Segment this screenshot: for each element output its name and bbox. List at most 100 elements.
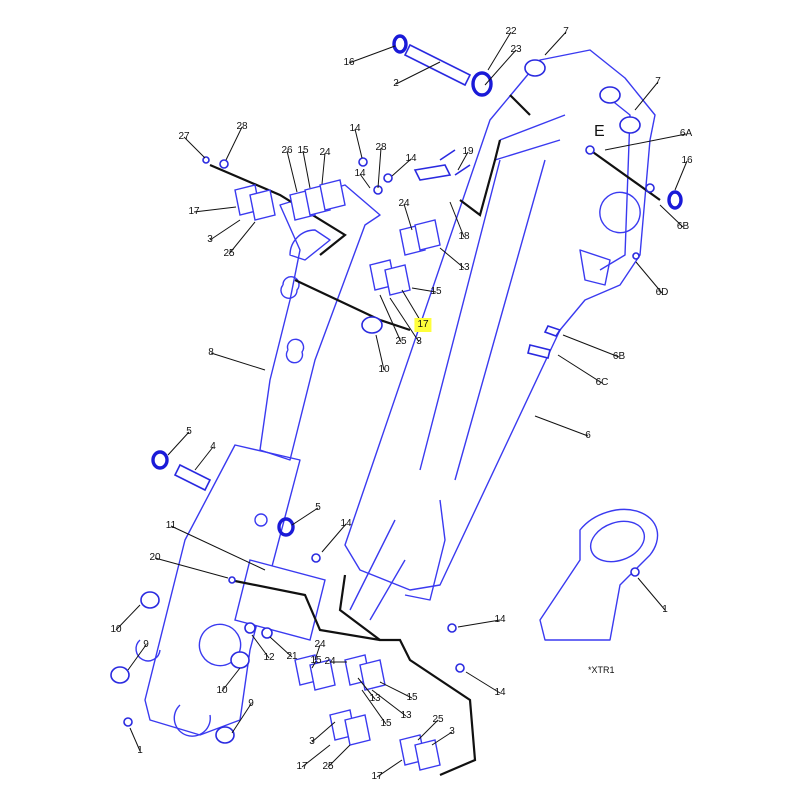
part-callout[interactable]: 15 (297, 145, 309, 156)
part-callout[interactable]: 1 (137, 745, 143, 756)
part-callout[interactable]: 13 (458, 262, 470, 273)
part-callout[interactable]: 10 (110, 624, 122, 635)
part-callout[interactable]: 17 (371, 771, 383, 782)
part-callout[interactable]: 22 (505, 26, 517, 37)
bolts-and-fittings (123, 145, 655, 727)
part-callout[interactable]: 24 (314, 639, 326, 650)
highlighted-callout[interactable]: 17 (414, 318, 432, 332)
callout-leader (221, 667, 241, 692)
callout-leader (167, 431, 190, 456)
callout-leader (449, 201, 465, 238)
callout-leader (379, 294, 402, 343)
callout-leader (371, 689, 407, 717)
part-callout[interactable]: 14 (349, 123, 361, 134)
part-callout[interactable]: 6A (679, 128, 693, 139)
callout-leader (311, 721, 336, 743)
part-callout[interactable]: 3 (207, 234, 213, 245)
callout-leader (375, 334, 385, 371)
callout-leader (291, 507, 319, 526)
part-callout[interactable]: 11 (165, 520, 177, 531)
part-callout[interactable]: 25 (322, 761, 334, 772)
callout-leader (534, 415, 589, 437)
part-callout[interactable]: 21 (286, 651, 298, 662)
callout-leader (251, 634, 270, 659)
part-callout[interactable]: 8 (208, 347, 214, 358)
callout-leader (321, 523, 347, 553)
part-callout[interactable]: 1 (662, 604, 668, 615)
part-callout[interactable]: 26 (281, 145, 293, 156)
part-callout[interactable]: 19 (462, 146, 474, 157)
part-callout[interactable]: 25 (223, 248, 235, 259)
part-callout[interactable]: 14 (354, 168, 366, 179)
part-callout[interactable]: 6C (595, 377, 609, 388)
part-callout[interactable]: 15 (430, 286, 442, 297)
callout-leader (439, 247, 465, 269)
part-callout[interactable]: 27 (178, 131, 190, 142)
callout-leader (129, 727, 141, 752)
callout-leader (183, 136, 206, 159)
part-callout[interactable]: 14 (405, 153, 417, 164)
reference-code: *XTR1 (588, 665, 615, 675)
part-callout[interactable]: 5 (186, 426, 192, 437)
part-callout[interactable]: 17 (296, 761, 308, 772)
part-callout[interactable]: 16 (681, 155, 693, 166)
part-callout[interactable]: 24 (398, 198, 410, 209)
part-callout[interactable]: 3 (416, 336, 422, 347)
part-callout[interactable]: 14 (340, 518, 352, 529)
part-callout[interactable]: 9 (248, 698, 254, 709)
callout-leader (301, 744, 331, 768)
part-callout[interactable]: 4 (210, 441, 216, 452)
part-callout[interactable]: 7 (563, 26, 569, 37)
part-callout[interactable]: 3 (309, 736, 315, 747)
part-callout[interactable]: 6D (655, 287, 669, 298)
part-callout[interactable]: 10 (216, 685, 228, 696)
part-callout[interactable]: 10 (378, 364, 390, 375)
part-callout[interactable]: 9 (143, 639, 149, 650)
part-callout[interactable]: 16 (343, 57, 355, 68)
part-callout[interactable]: 5 (315, 502, 321, 513)
callout-leader (403, 203, 413, 231)
callout-leader (269, 636, 293, 658)
callout-leader (231, 703, 252, 734)
callout-leader (557, 354, 603, 384)
callout-leader (395, 61, 441, 85)
part-callout[interactable]: 6 (585, 430, 591, 441)
part-callout[interactable]: 7 (655, 76, 661, 87)
callout-leader (634, 81, 659, 111)
part-callout[interactable]: 13 (400, 710, 412, 721)
callout-leader (457, 151, 469, 171)
part-callout[interactable]: 6B (612, 351, 626, 362)
part-callout[interactable]: 14 (494, 687, 506, 698)
part-callout[interactable]: 15 (380, 718, 392, 729)
callout-leader (210, 352, 266, 371)
callout-leader (357, 677, 376, 700)
callout-leader (327, 744, 351, 768)
callout-leader (314, 644, 321, 661)
part-callout[interactable]: 17 (188, 206, 200, 217)
callout-leader (637, 577, 666, 611)
callout-leader (391, 158, 412, 177)
part-callout[interactable]: 2 (393, 78, 399, 89)
callout-leader (457, 619, 501, 628)
part-callout[interactable]: 12 (263, 652, 275, 663)
part-callout[interactable]: 28 (375, 142, 387, 153)
part-callout[interactable]: 6B (676, 221, 690, 232)
part-callout[interactable]: 25 (432, 714, 444, 725)
part-callout[interactable]: 13 (369, 693, 381, 704)
part-callout[interactable]: 15 (406, 692, 418, 703)
part-callout[interactable]: 18 (458, 231, 470, 242)
part-callout[interactable]: 23 (510, 44, 522, 55)
part-callout[interactable]: 25 (395, 336, 407, 347)
part-callout[interactable]: 15 (310, 655, 322, 666)
callout-leader (635, 261, 663, 294)
callout-leader (417, 719, 439, 741)
inset-component-outline (539, 508, 659, 641)
part-callout[interactable]: 14 (494, 614, 506, 625)
part-callout[interactable]: 24 (319, 147, 331, 158)
part-callout[interactable]: 3 (449, 726, 455, 737)
part-callout[interactable]: 20 (149, 552, 161, 563)
main-boom-outline (344, 49, 656, 621)
part-callout[interactable]: 28 (236, 121, 248, 132)
part-callout[interactable]: 24 (324, 656, 336, 667)
